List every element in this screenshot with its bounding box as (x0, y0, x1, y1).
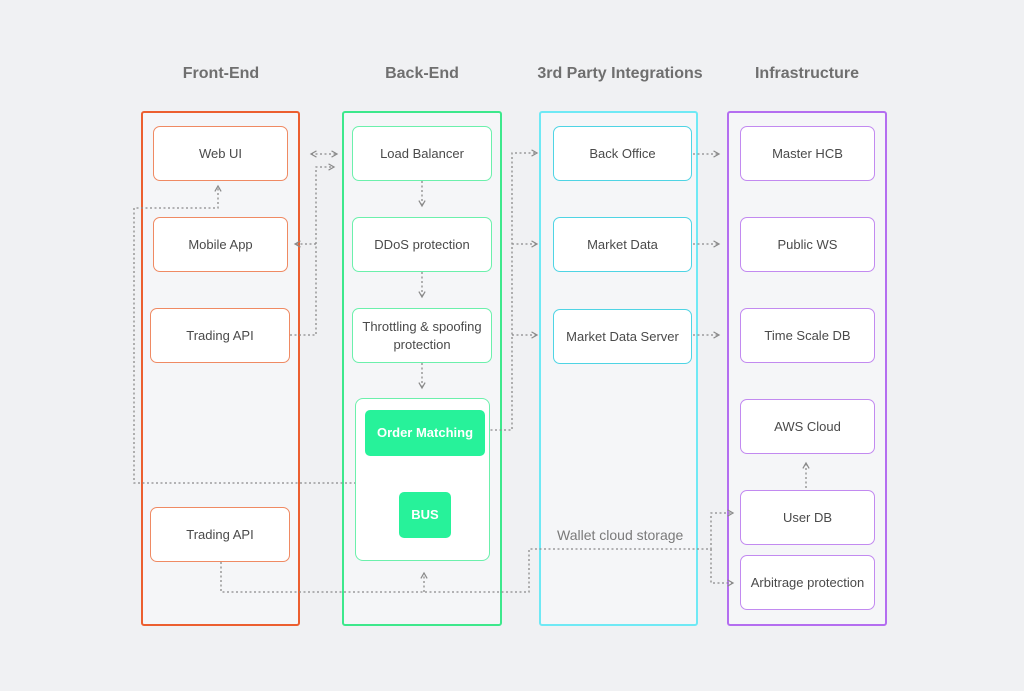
trading-api-secondary-node[interactable]: Trading API (150, 507, 290, 562)
public-ws-node[interactable]: Public WS (740, 217, 875, 272)
third-party-title: 3rd Party Integrations (537, 65, 703, 82)
trading-api-node[interactable]: Trading API (150, 308, 290, 363)
time-scale-db-node[interactable]: Time Scale DB (740, 308, 875, 363)
user-db-node[interactable]: User DB (740, 490, 875, 545)
frontend-title: Front-End (182, 65, 260, 82)
ddos-protection-node[interactable]: DDoS protection (352, 217, 492, 272)
bus-node[interactable]: BUS (399, 492, 451, 538)
market-data-server-node[interactable]: Market Data Server (553, 309, 692, 364)
third-party-column (539, 111, 698, 626)
mobile-app-node[interactable]: Mobile App (153, 217, 288, 272)
wallet-cloud-storage-label: Wallet cloud storage (557, 527, 684, 543)
market-data-node[interactable]: Market Data (553, 217, 692, 272)
infrastructure-title: Infrastructure (754, 65, 860, 82)
order-matching-node[interactable]: Order Matching (365, 410, 485, 456)
backend-title: Back-End (385, 65, 459, 82)
load-balancer-node[interactable]: Load Balancer (352, 126, 492, 181)
infrastructure-column (727, 111, 887, 626)
aws-cloud-node[interactable]: AWS Cloud (740, 399, 875, 454)
arbitrage-protection-node[interactable]: Arbitrage protection (740, 555, 875, 610)
back-office-node[interactable]: Back Office (553, 126, 692, 181)
throttling-node[interactable]: Throttling & spoofing protection (352, 308, 492, 363)
master-hcb-node[interactable]: Master HCB (740, 126, 875, 181)
web-ui-node[interactable]: Web UI (153, 126, 288, 181)
